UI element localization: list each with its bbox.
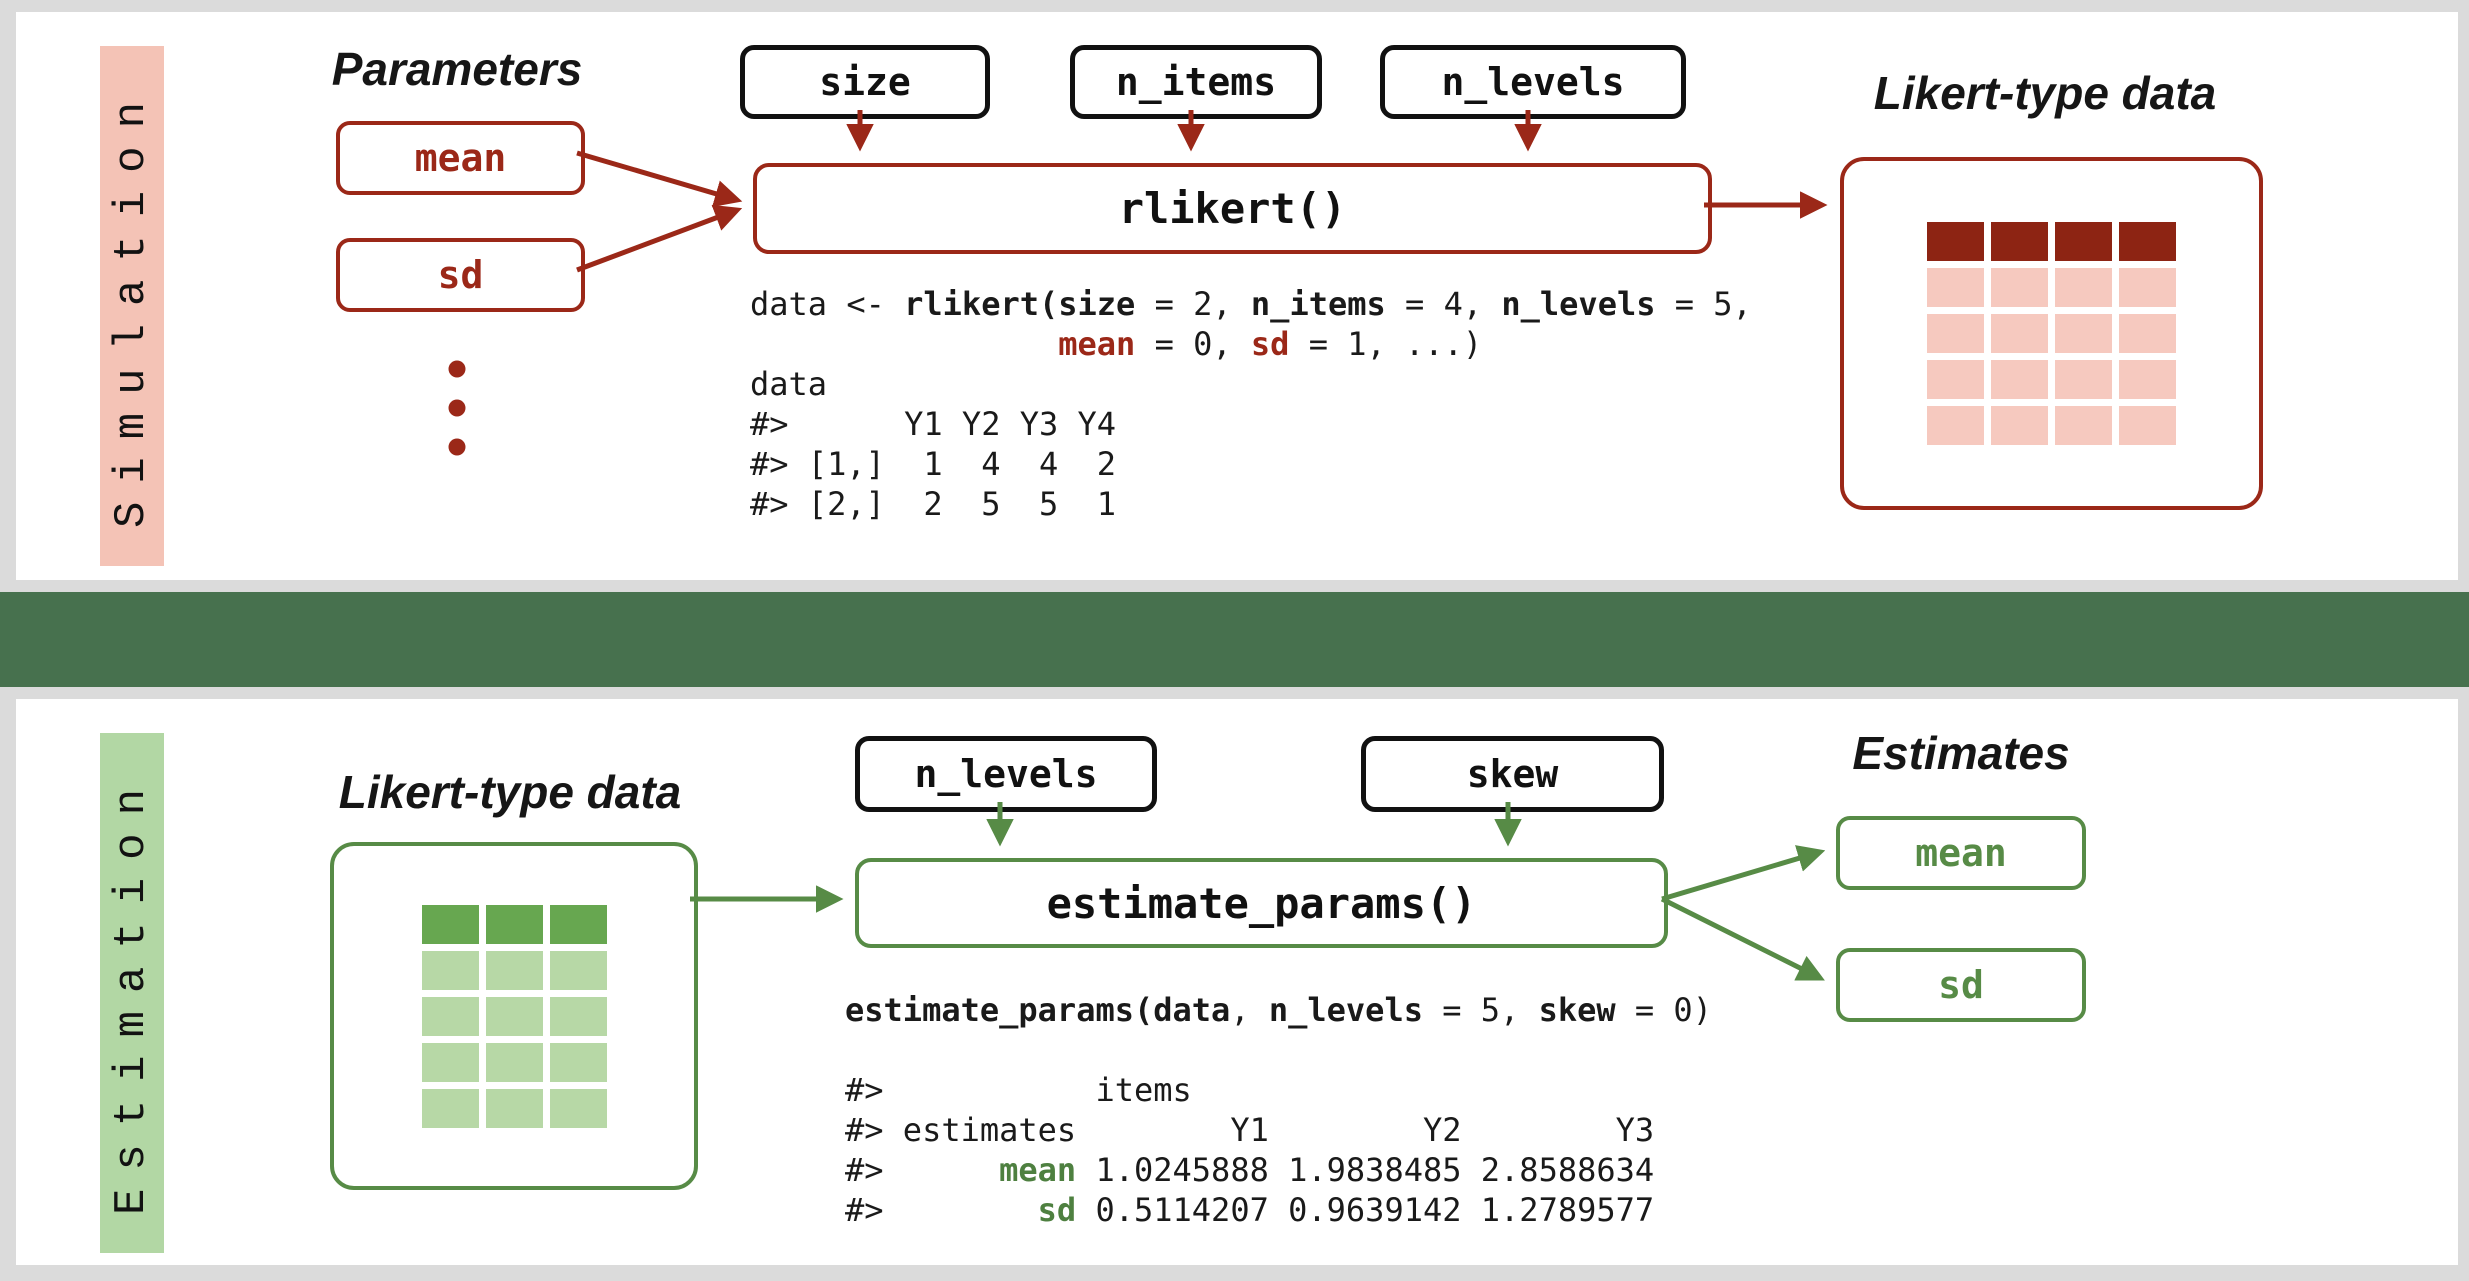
table-cell [1991, 406, 2048, 445]
table-cell [549, 996, 607, 1036]
table-cell [485, 1088, 543, 1128]
likert-data-title-sim: Likert-type data [1873, 67, 2217, 119]
sd-param-box: sd [336, 238, 585, 312]
table-cell [549, 1042, 607, 1082]
table-cell [485, 996, 543, 1036]
skew-arg-label: skew [1466, 752, 1559, 796]
estimation-code-block: estimate_params(data, n_levels = 5, skew… [845, 991, 1712, 1229]
sd-estimate-box: sd [1836, 948, 2086, 1022]
n-levels-arg-box: n_levels [1380, 45, 1686, 119]
n-levels-arg-label: n_levels [1441, 60, 1625, 104]
divider-band [0, 592, 2469, 687]
mean-estimate-box: mean [1836, 816, 2086, 890]
skew-arg-box: skew [1361, 736, 1664, 812]
table-cell [549, 950, 607, 990]
table-cell [1927, 268, 1984, 307]
table-cell [1991, 268, 2048, 307]
estimation-side-bar: Estimation [100, 733, 164, 1253]
table-header-cell [1991, 222, 2048, 261]
estimation-side-label: Estimation [107, 770, 157, 1216]
size-arg-label: size [819, 60, 911, 104]
table-cell [2119, 268, 2176, 307]
table-header-cell [421, 904, 479, 944]
table-cell [2119, 360, 2176, 399]
table-cell [2055, 314, 2112, 353]
table-cell [2055, 360, 2112, 399]
table-cell [549, 1088, 607, 1128]
table-cell [2055, 268, 2112, 307]
table-cell [421, 996, 479, 1036]
estimates-title: Estimates [1852, 727, 2070, 779]
sd-estimate-label: sd [1938, 963, 1984, 1007]
size-arg-box: size [740, 45, 990, 119]
likert-data-table-sim [1840, 157, 2263, 510]
simulation-side-bar: Simulation [100, 46, 164, 566]
mean-param-box: mean [336, 121, 585, 195]
mean-estimate-label: mean [1915, 831, 2007, 875]
simulation-side-label: Simulation [107, 83, 157, 529]
estimate-params-function-label: estimate_params() [1046, 878, 1477, 928]
table-cell [421, 1042, 479, 1082]
n-levels-arg-box-est: n_levels [855, 736, 1157, 812]
table-cell [2119, 406, 2176, 445]
estimate-params-function-box: estimate_params() [855, 858, 1668, 948]
rlikert-function-label: rlikert() [1118, 184, 1347, 233]
table-cell [1927, 360, 1984, 399]
likert-data-grid-sim [1927, 222, 2176, 445]
table-cell [2055, 406, 2112, 445]
table-header-cell [549, 904, 607, 944]
table-cell [1991, 314, 2048, 353]
n-items-arg-box: n_items [1070, 45, 1322, 119]
table-cell [421, 1088, 479, 1128]
table-cell [1991, 360, 2048, 399]
mean-param-label: mean [414, 136, 507, 180]
table-cell [1927, 406, 1984, 445]
table-cell [1927, 314, 1984, 353]
n-items-arg-label: n_items [1115, 60, 1277, 104]
sd-param-label: sd [437, 253, 484, 297]
table-header-cell [485, 904, 543, 944]
table-header-cell [2119, 222, 2176, 261]
parameters-title: Parameters [331, 43, 583, 95]
likert-data-grid-est [421, 904, 607, 1128]
rlikert-function-box: rlikert() [753, 163, 1712, 254]
table-header-cell [1927, 222, 1984, 261]
simulation-code-block: data <- rlikert(size = 2, n_items = 4, n… [750, 285, 1752, 523]
table-cell [485, 950, 543, 990]
table-cell [421, 950, 479, 990]
table-cell [485, 1042, 543, 1082]
table-header-cell [2055, 222, 2112, 261]
likert-data-title-est: Likert-type data [338, 766, 682, 818]
table-cell [2119, 314, 2176, 353]
n-levels-arg-label-est: n_levels [914, 752, 1098, 796]
likert-data-table-est [330, 842, 698, 1190]
